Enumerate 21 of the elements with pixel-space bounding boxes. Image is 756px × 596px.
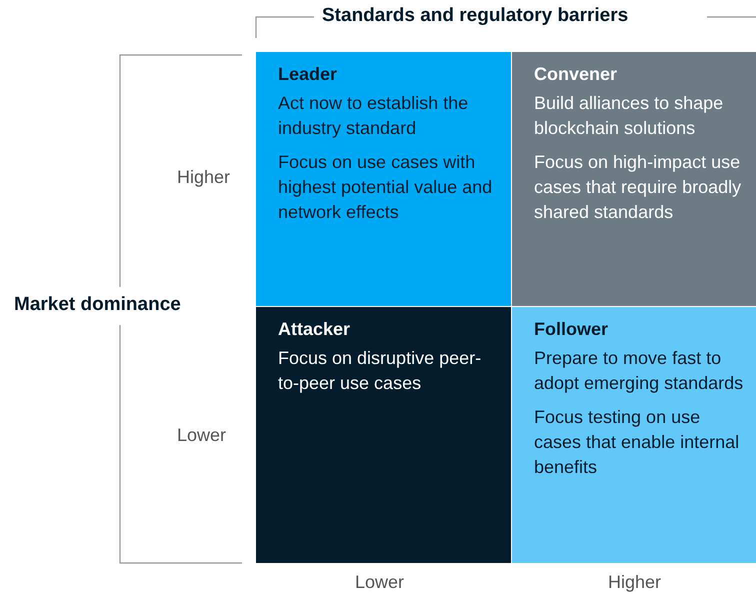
quadrant-title: Leader xyxy=(278,64,338,85)
axis-label: Lower xyxy=(355,572,404,593)
axis-label: Higher xyxy=(608,572,662,593)
quadrant-title: Convener xyxy=(534,64,618,85)
axis-label: Lower xyxy=(177,425,226,446)
quadrant-title: Attacker xyxy=(278,319,350,340)
quadrant-title: Follower xyxy=(534,319,608,340)
quadrant-text: Focus on high-impact use cases that require broadly shared standards xyxy=(534,151,742,224)
quadrant-text: Focus on disruptive peer-to-peer use cases xyxy=(278,347,482,395)
quadrant-text: Focus testing on use cases that enable internal benefits xyxy=(534,406,740,479)
axis-label: Higher xyxy=(177,167,230,188)
axis-title: Market dominance xyxy=(14,294,181,316)
quadrant-text: Focus on use cases with highest potential value and network effects xyxy=(278,151,494,224)
quadrant-panel xyxy=(512,52,756,306)
quadrant-text: Act now to establish the industry standard xyxy=(278,92,470,140)
quadrant-text: Prepare to move fast to adopt emerging standards xyxy=(534,347,744,395)
axis-title: Standards and regulatory barriers xyxy=(322,5,628,27)
quadrant-panel xyxy=(512,307,756,563)
quadrant-panel xyxy=(256,52,511,306)
quadrant-panel xyxy=(256,307,511,563)
quadrant-text: Build alliances to shape blockchain solutions xyxy=(534,92,724,140)
